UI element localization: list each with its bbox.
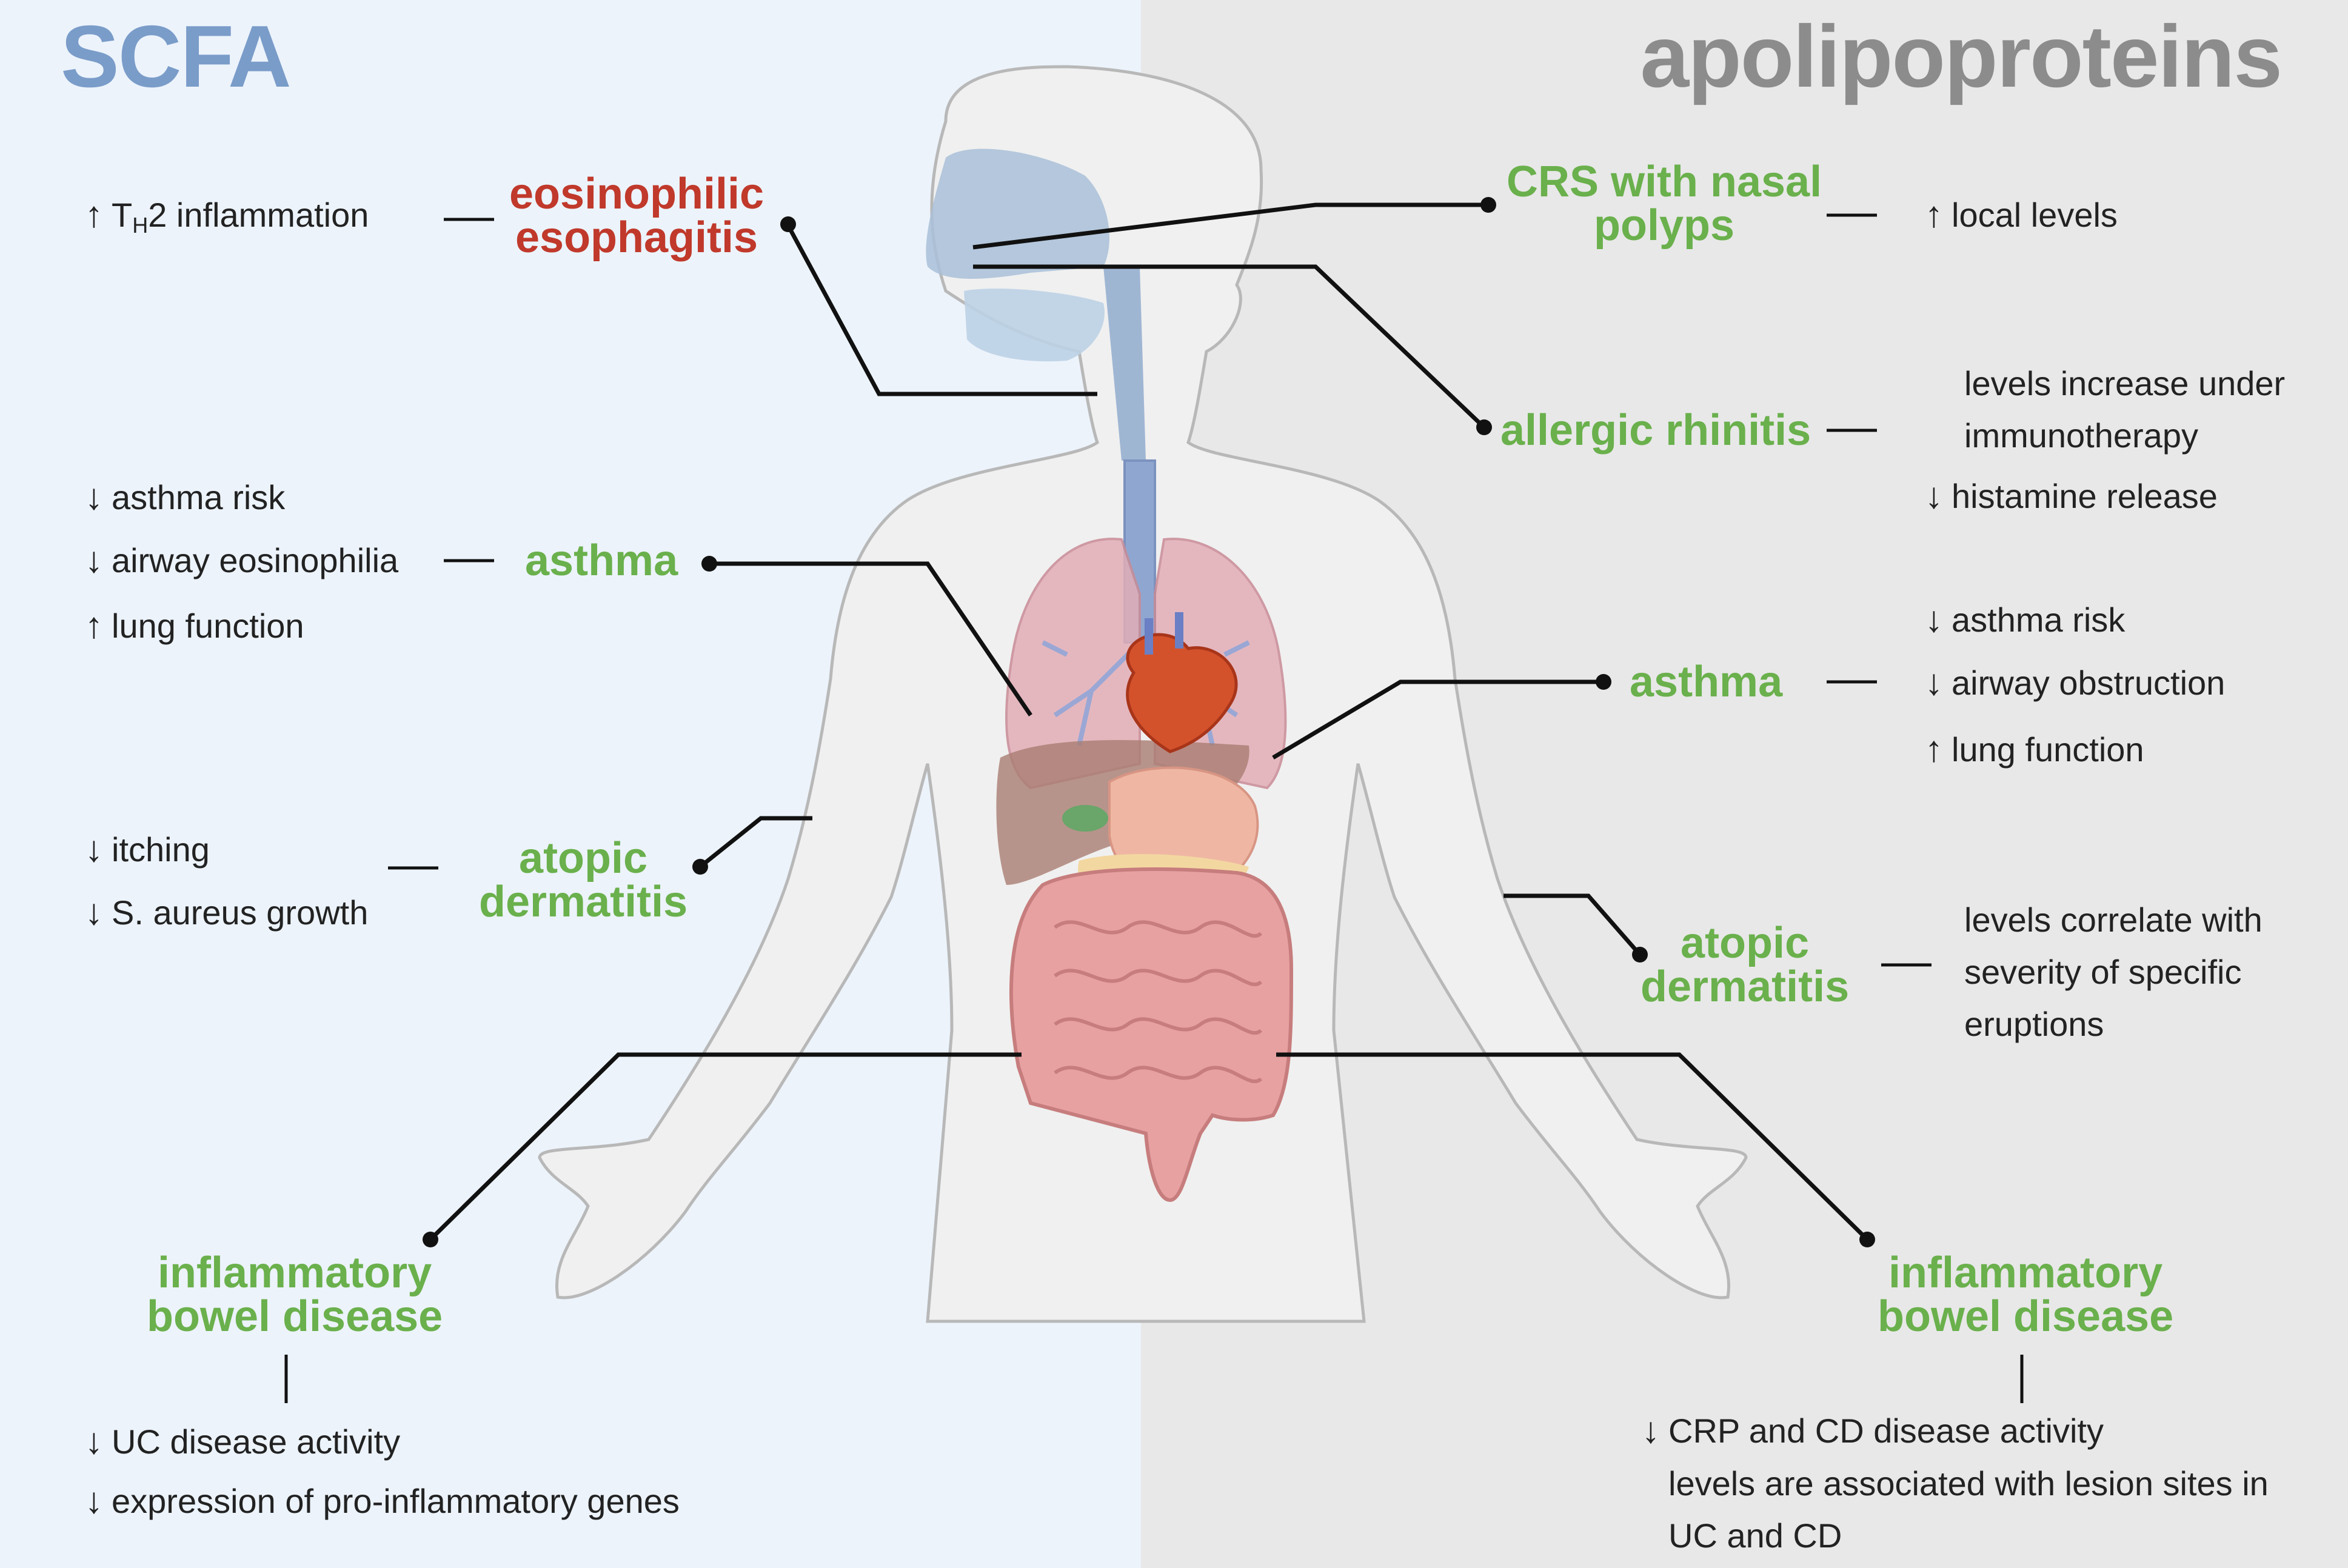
arrow-up-icon: ↑ — [1925, 194, 1943, 235]
effect-text: S. aureus growth — [112, 893, 369, 932]
connector-crs — [972, 202, 1488, 250]
gallbladder — [1062, 805, 1108, 832]
left-eoe-effect: ↑TH2 inflammation — [85, 194, 369, 242]
effect-line: levels correlate with — [1964, 901, 2263, 939]
arrow-down-icon: ↓ — [85, 476, 103, 517]
effect-text: histamine release — [1952, 477, 2218, 515]
effect-text: lung function — [1952, 730, 2144, 769]
ibd-line2: bowel disease — [1878, 1292, 2174, 1341]
scfa-header: SCFA — [61, 7, 292, 105]
connector-ar — [973, 264, 1486, 429]
right-asthma-effect-3: ↑lung function — [1925, 729, 2144, 769]
left-ibd-label: inflammatory bowel disease — [147, 1251, 443, 1338]
effect-text: UC disease activity — [112, 1423, 401, 1461]
right-asthma-effect-1: ↓asthma risk — [1925, 599, 2126, 639]
effect-text: expression of pro-inflammatory genes — [112, 1482, 680, 1520]
right-ad-effect: levels correlate with severity of specif… — [1964, 894, 2263, 1050]
arrow-down-icon: ↓ — [85, 829, 103, 869]
left-asthma-effect-2: ↓airway eosinophilia — [85, 539, 399, 580]
th-subscript: H — [132, 213, 149, 238]
arrow-down-icon: ↓ — [1925, 599, 1943, 639]
left-ibd-effect-2: ↓expression of pro-inflammatory genes — [85, 1480, 680, 1521]
eoe-line1: eosinophilic — [509, 170, 764, 218]
right-crs-effect: ↑local levels — [1925, 194, 2118, 235]
arrow-down-icon: ↓ — [1925, 662, 1943, 702]
arrow-down-icon: ↓ — [1642, 1410, 1660, 1450]
apolipoproteins-header: apolipoproteins — [1640, 7, 2283, 105]
ad-line2: dermatitis — [1641, 962, 1850, 1011]
connector-right-ibd — [1276, 1052, 1869, 1241]
connector-left-ad — [698, 816, 812, 869]
crs-line2: polyps — [1594, 201, 1735, 250]
effect-text: airway obstruction — [1952, 664, 2226, 702]
effect-line: severity of specific — [1964, 953, 2242, 991]
heart — [1126, 612, 1238, 753]
arrow-up-icon: ↑ — [85, 194, 103, 235]
right-ad-label: atopic dermatitis — [1641, 921, 1849, 1009]
connector-right-ad — [1503, 893, 1642, 956]
separator-dashes — [284, 213, 2024, 1403]
effect-line: levels increase under — [1964, 364, 2286, 402]
connector-endpoints — [423, 197, 1875, 1247]
connector-right-asthma — [1272, 679, 1604, 760]
right-ar-label: allergic rhinitis — [1500, 406, 1811, 455]
right-ar-effect-2: ↓histamine release — [1925, 475, 2218, 516]
effect-line: eruptions — [1964, 1005, 2104, 1043]
left-eoe-label: eosinophilic esophagitis — [509, 172, 764, 259]
arrow-down-icon: ↓ — [85, 892, 103, 932]
left-ad-label: atopic dermatitis — [479, 836, 687, 924]
ibd-line1: inflammatory — [1888, 1249, 2163, 1297]
connector-left-asthma — [709, 561, 1032, 716]
ibd-line2: bowel disease — [147, 1292, 443, 1341]
left-asthma-effect-3: ↑lung function — [85, 605, 304, 646]
effect-text: asthma risk — [112, 478, 286, 516]
ad-line1: atopic — [1681, 919, 1810, 967]
effect-text: asthma risk — [1952, 601, 2126, 639]
effect-line: levels are associated with lesion sites … — [1668, 1464, 2269, 1503]
effect-text: airway eosinophilia — [112, 541, 399, 579]
effect-text: itching — [112, 830, 210, 869]
left-asthma-effect-1: ↓asthma risk — [85, 476, 286, 517]
right-asthma-label: asthma — [1630, 658, 1783, 706]
left-ad-effect-1: ↓itching — [85, 829, 210, 869]
left-ibd-effect-1: ↓UC disease activity — [85, 1421, 401, 1461]
ad-line1: atopic — [519, 834, 648, 882]
connector-eoe — [786, 224, 1097, 396]
right-ar-effect-1: levels increase under immunotherapy — [1964, 358, 2285, 462]
right-ibd-effect-2: levels are associated with lesion sites … — [1668, 1458, 2269, 1562]
arrow-up-icon: ↑ — [85, 605, 103, 646]
arrow-down-icon: ↓ — [85, 1480, 103, 1521]
arrow-down-icon: ↓ — [1925, 475, 1943, 516]
ad-line2: dermatitis — [479, 878, 688, 926]
left-ad-effect-2: ↓S. aureus growth — [85, 892, 369, 932]
effect-text: CRP and CD disease activity — [1668, 1412, 2104, 1450]
connector-left-ibd — [429, 1052, 1022, 1241]
crs-line1: CRS with nasal — [1507, 158, 1822, 206]
right-ibd-effect-1: ↓CRP and CD disease activity — [1642, 1410, 2104, 1450]
right-crs-label: CRS with nasal polyps — [1507, 160, 1822, 247]
eoe-line2: esophagitis — [515, 213, 758, 262]
arrow-up-icon: ↑ — [1925, 729, 1943, 769]
ibd-line1: inflammatory — [158, 1249, 432, 1297]
effect-text: lung function — [112, 607, 304, 645]
connector-lines — [429, 202, 1869, 1241]
left-asthma-label: asthma — [525, 536, 678, 585]
nasal-cavity — [926, 148, 1146, 461]
th-suffix: 2 inflammation — [148, 196, 369, 234]
right-asthma-effect-2: ↓airway obstruction — [1925, 662, 2226, 702]
arrow-down-icon: ↓ — [85, 1421, 103, 1461]
right-ibd-label: inflammatory bowel disease — [1878, 1251, 2173, 1338]
arrow-down-icon: ↓ — [85, 539, 103, 580]
effect-line: UC and CD — [1668, 1516, 1842, 1555]
large-intestine — [1009, 867, 1294, 1203]
effect-line: immunotherapy — [1964, 416, 2198, 455]
th-prefix: T — [112, 196, 133, 234]
effect-text: local levels — [1952, 196, 2118, 234]
small-intestine — [1054, 920, 1263, 1084]
